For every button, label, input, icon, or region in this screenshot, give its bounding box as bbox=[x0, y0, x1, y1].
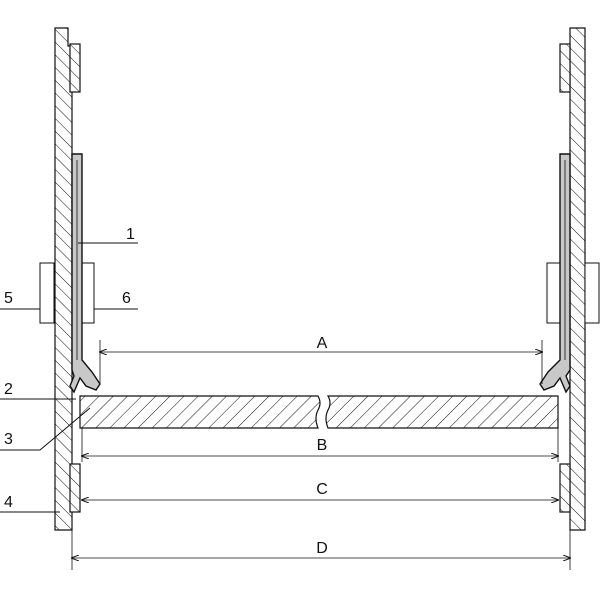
dimension-b: B bbox=[82, 437, 558, 456]
callout-6-label: 6 bbox=[122, 290, 131, 307]
right-seal-profile bbox=[539, 153, 571, 394]
callout-5: 5 bbox=[0, 290, 40, 310]
callout-6: 6 bbox=[94, 290, 138, 310]
dimension-a: A bbox=[100, 335, 542, 352]
callout-3-label: 3 bbox=[4, 431, 13, 448]
floor-slab bbox=[79, 395, 559, 429]
callout-2: 2 bbox=[0, 381, 76, 400]
dimension-d: D bbox=[72, 540, 570, 558]
dimension-b-label: B bbox=[317, 437, 328, 454]
callout-4-label: 4 bbox=[4, 494, 13, 511]
dimension-c: C bbox=[82, 481, 558, 500]
callout-1: 1 bbox=[78, 226, 138, 244]
dimension-c-label: C bbox=[316, 481, 328, 498]
callout-1-label: 1 bbox=[126, 226, 135, 243]
callout-3: 3 bbox=[0, 407, 91, 451]
left-seal-profile bbox=[69, 153, 101, 394]
left-wall bbox=[39, 27, 95, 531]
extension-lines bbox=[71, 340, 571, 570]
callout-5-label: 5 bbox=[4, 290, 13, 307]
dimension-a-label: A bbox=[317, 335, 328, 352]
callout-4: 4 bbox=[0, 494, 60, 513]
right-wall bbox=[546, 27, 600, 531]
dimension-d-label: D bbox=[316, 540, 328, 557]
callout-2-label: 2 bbox=[4, 381, 13, 398]
